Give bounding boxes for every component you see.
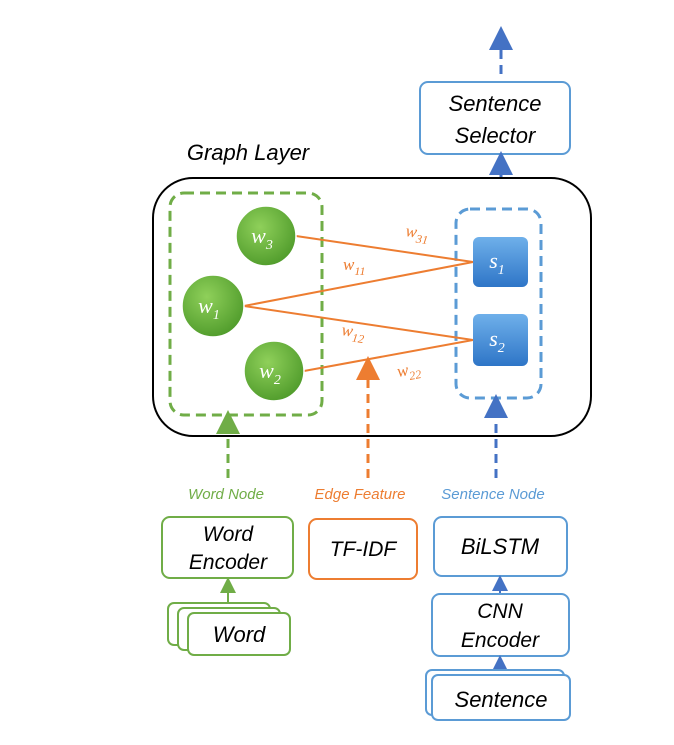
word-node-w2: w2 [243, 340, 305, 402]
svg-text:Encoder: Encoder [189, 551, 268, 574]
edge-w11 [243, 261, 474, 307]
sentence-node-s2: s2 [473, 314, 528, 366]
bilstm-box: BiLSTM [433, 516, 568, 577]
tfidf-box: TF-IDF [308, 518, 418, 580]
svg-text:s1: s1 [489, 248, 505, 278]
word-encoder-box: Word Encoder [161, 516, 294, 579]
svg-text:w3: w3 [251, 223, 273, 253]
edge-w22 [303, 339, 474, 372]
graph-layer-title: Graph Layer [187, 140, 311, 165]
svg-text:w2: w2 [259, 358, 281, 388]
svg-text:CNN: CNN [477, 600, 523, 623]
svg-text:TF-IDF: TF-IDF [330, 538, 398, 561]
svg-text:BiLSTM: BiLSTM [461, 534, 540, 559]
word-input-stack: Word [167, 602, 291, 656]
word-node-w1: w1 [181, 274, 245, 338]
cnn-encoder-box: CNN Encoder [431, 593, 570, 657]
edge-label-w12: w12 [340, 320, 366, 346]
sentence-input-stack: Sentence [425, 669, 571, 721]
sentence-selector-box: Sentence Selector [419, 81, 571, 155]
svg-text:Word: Word [203, 523, 254, 546]
sentence-selector-line1: Sentence [449, 91, 542, 116]
edge-label-w31: w31 [404, 221, 430, 247]
edge-label-w11: w11 [343, 255, 365, 278]
edge-feature-label: Edge Feature [315, 486, 406, 503]
word-input-label: Word [213, 622, 266, 647]
svg-text:Encoder: Encoder [461, 629, 540, 652]
sentence-selector-line2: Selector [455, 123, 537, 148]
svg-text:s2: s2 [489, 326, 505, 356]
edge-w12 [243, 305, 474, 341]
edge-label-w22: w22 [395, 358, 422, 385]
edge-w31 [295, 235, 474, 263]
sentence-input-label: Sentence [455, 687, 548, 712]
svg-text:w1: w1 [198, 293, 220, 323]
word-node-group [168, 191, 324, 417]
word-node-w3: w3 [235, 205, 297, 267]
sentence-node-s1: s1 [473, 237, 528, 287]
word-node-label: Word Node [188, 486, 264, 503]
sentence-node-label: Sentence Node [441, 486, 544, 503]
